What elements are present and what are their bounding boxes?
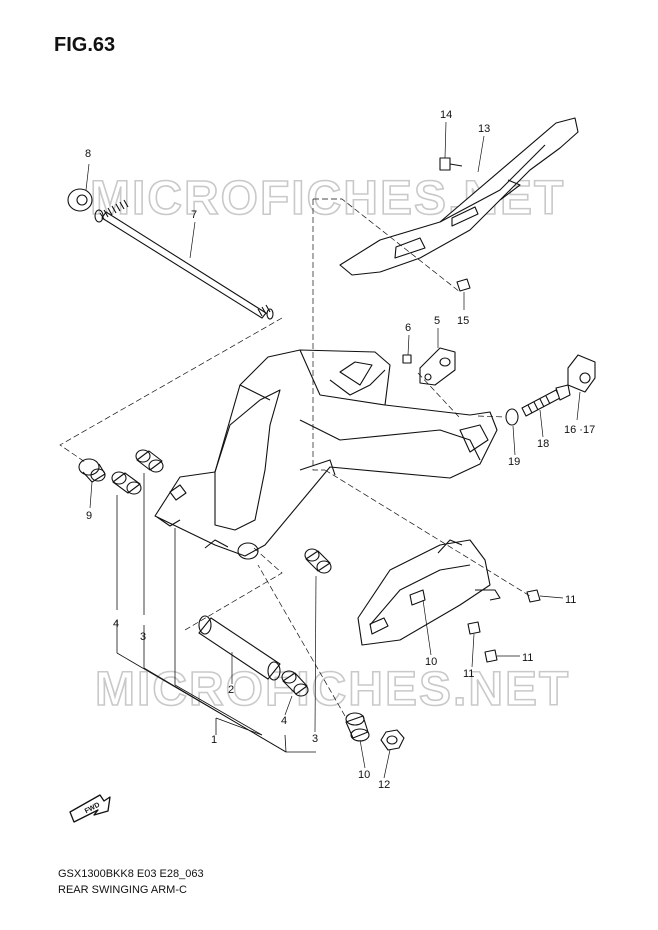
part-19-washer [505,408,519,426]
part-2-spacer [198,615,281,681]
callout-18: 18 [537,438,549,450]
part-11-screws [467,589,541,663]
part-6-bolt [402,354,412,364]
callout-4-left: 4 [113,618,119,630]
part-14-screw [439,157,463,171]
part-13-chain-guard [339,117,579,276]
part-8-nut [67,188,93,212]
callout-5: 5 [434,315,440,327]
part-15-screw [456,278,471,292]
part-10-collar [345,712,370,742]
part-5-bracket [419,347,456,386]
callout-11-mid: 11 [463,668,474,680]
callout-4-right: 4 [281,715,287,727]
callout-19: 19 [508,456,520,468]
part-4-bearing-right [281,670,309,697]
callout-10-collar: 10 [358,769,370,781]
part-4-bearing-left [111,471,142,495]
callout-10-case: 10 [425,656,437,668]
part-18-adjuster-bolt [521,384,571,417]
part-1-swingarm [154,349,498,560]
callout-11-right: 11 [522,652,533,664]
callout-15: 15 [457,315,469,327]
callout-3-right: 3 [312,733,318,745]
part-7-pivot-shaft [94,199,274,320]
callout-16-17: 16 ·17 [564,424,595,436]
watermark-bottom: MICROFICHES.NET [95,663,570,716]
callout-14: 14 [440,109,452,121]
callout-9: 9 [86,510,92,522]
part-3-bearing-left [135,449,164,473]
part-16-17-adjuster [567,354,596,393]
callout-12: 12 [378,779,390,791]
part-3-bearing-right [304,548,332,574]
callout-3-left: 3 [140,631,146,643]
callout-2: 2 [228,684,234,696]
callout-6: 6 [405,322,411,334]
part-10-chain-case [357,539,501,646]
callout-8: 8 [85,148,91,160]
callout-1: 1 [211,734,217,746]
callout-7: 7 [191,209,197,221]
callout-11-top: 11 [565,594,576,606]
callout-13: 13 [478,123,490,135]
part-group-name: REAR SWINGING ARM-C [58,884,187,896]
model-code: GSX1300BKK8 E03 E28_063 [58,868,204,880]
figure-title: FIG.63 [54,34,116,56]
part-12-nut [380,729,405,751]
forward-arrow-icon [69,794,111,823]
part-9-bushing [78,458,106,483]
